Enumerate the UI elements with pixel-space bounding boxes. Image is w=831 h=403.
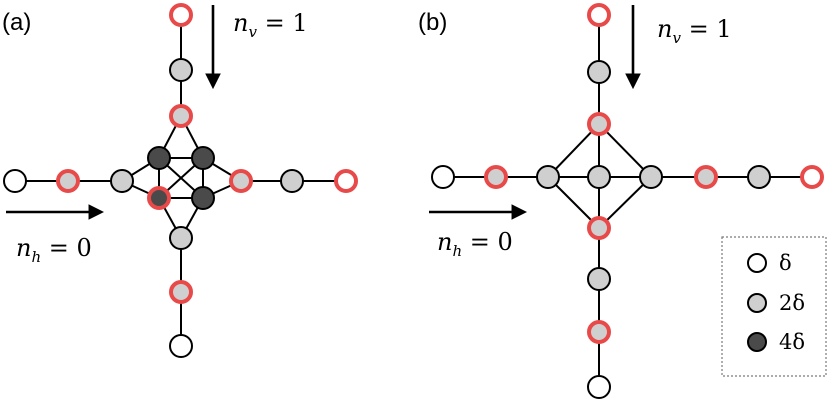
node [800, 165, 824, 189]
node [169, 226, 193, 250]
edge [547, 123, 600, 178]
node [229, 169, 253, 193]
node [280, 169, 304, 193]
edge [598, 176, 652, 229]
edge [547, 176, 600, 229]
node [484, 165, 508, 189]
legend-swatch-white [747, 253, 767, 273]
panel-b-vertical-label: nv = 1 [657, 15, 732, 47]
node [536, 165, 560, 189]
node [587, 320, 611, 344]
node [56, 169, 80, 193]
legend-box [721, 236, 827, 377]
node [694, 165, 718, 189]
legend-label-4delta: 4δ [779, 330, 805, 354]
node [587, 165, 611, 189]
node-center [191, 146, 215, 170]
legend-swatch-light [747, 293, 767, 313]
node [169, 104, 193, 128]
panel-b-label: (b) [418, 9, 447, 36]
legend: δ 2δ 4δ [721, 236, 827, 377]
node [334, 169, 358, 193]
panel-b-horizontal-label: nh = 0 [437, 228, 513, 260]
panel-b-nodes [431, 3, 824, 399]
node [110, 169, 134, 193]
node [587, 3, 611, 27]
legend-label-2delta: 2δ [779, 291, 805, 315]
panel-a-label: (a) [2, 9, 31, 36]
node [169, 280, 193, 304]
node [3, 169, 27, 193]
panel-a-vertical-label: nv = 1 [233, 9, 308, 41]
node [587, 60, 611, 84]
node [587, 267, 611, 291]
panel-a-nodes [3, 3, 358, 358]
node-center [147, 186, 171, 210]
legend-swatch-dark [747, 332, 767, 352]
node [587, 112, 611, 136]
node [587, 375, 611, 399]
node [639, 165, 663, 189]
edge [598, 123, 652, 178]
node [747, 165, 771, 189]
panel-a-horizontal-label: nh = 0 [16, 234, 92, 266]
node-center [191, 186, 215, 210]
node [587, 216, 611, 240]
node [169, 58, 193, 82]
node [431, 165, 455, 189]
node [169, 3, 193, 27]
legend-label-delta: δ [779, 251, 792, 275]
node-center [147, 146, 171, 170]
node [169, 334, 193, 358]
